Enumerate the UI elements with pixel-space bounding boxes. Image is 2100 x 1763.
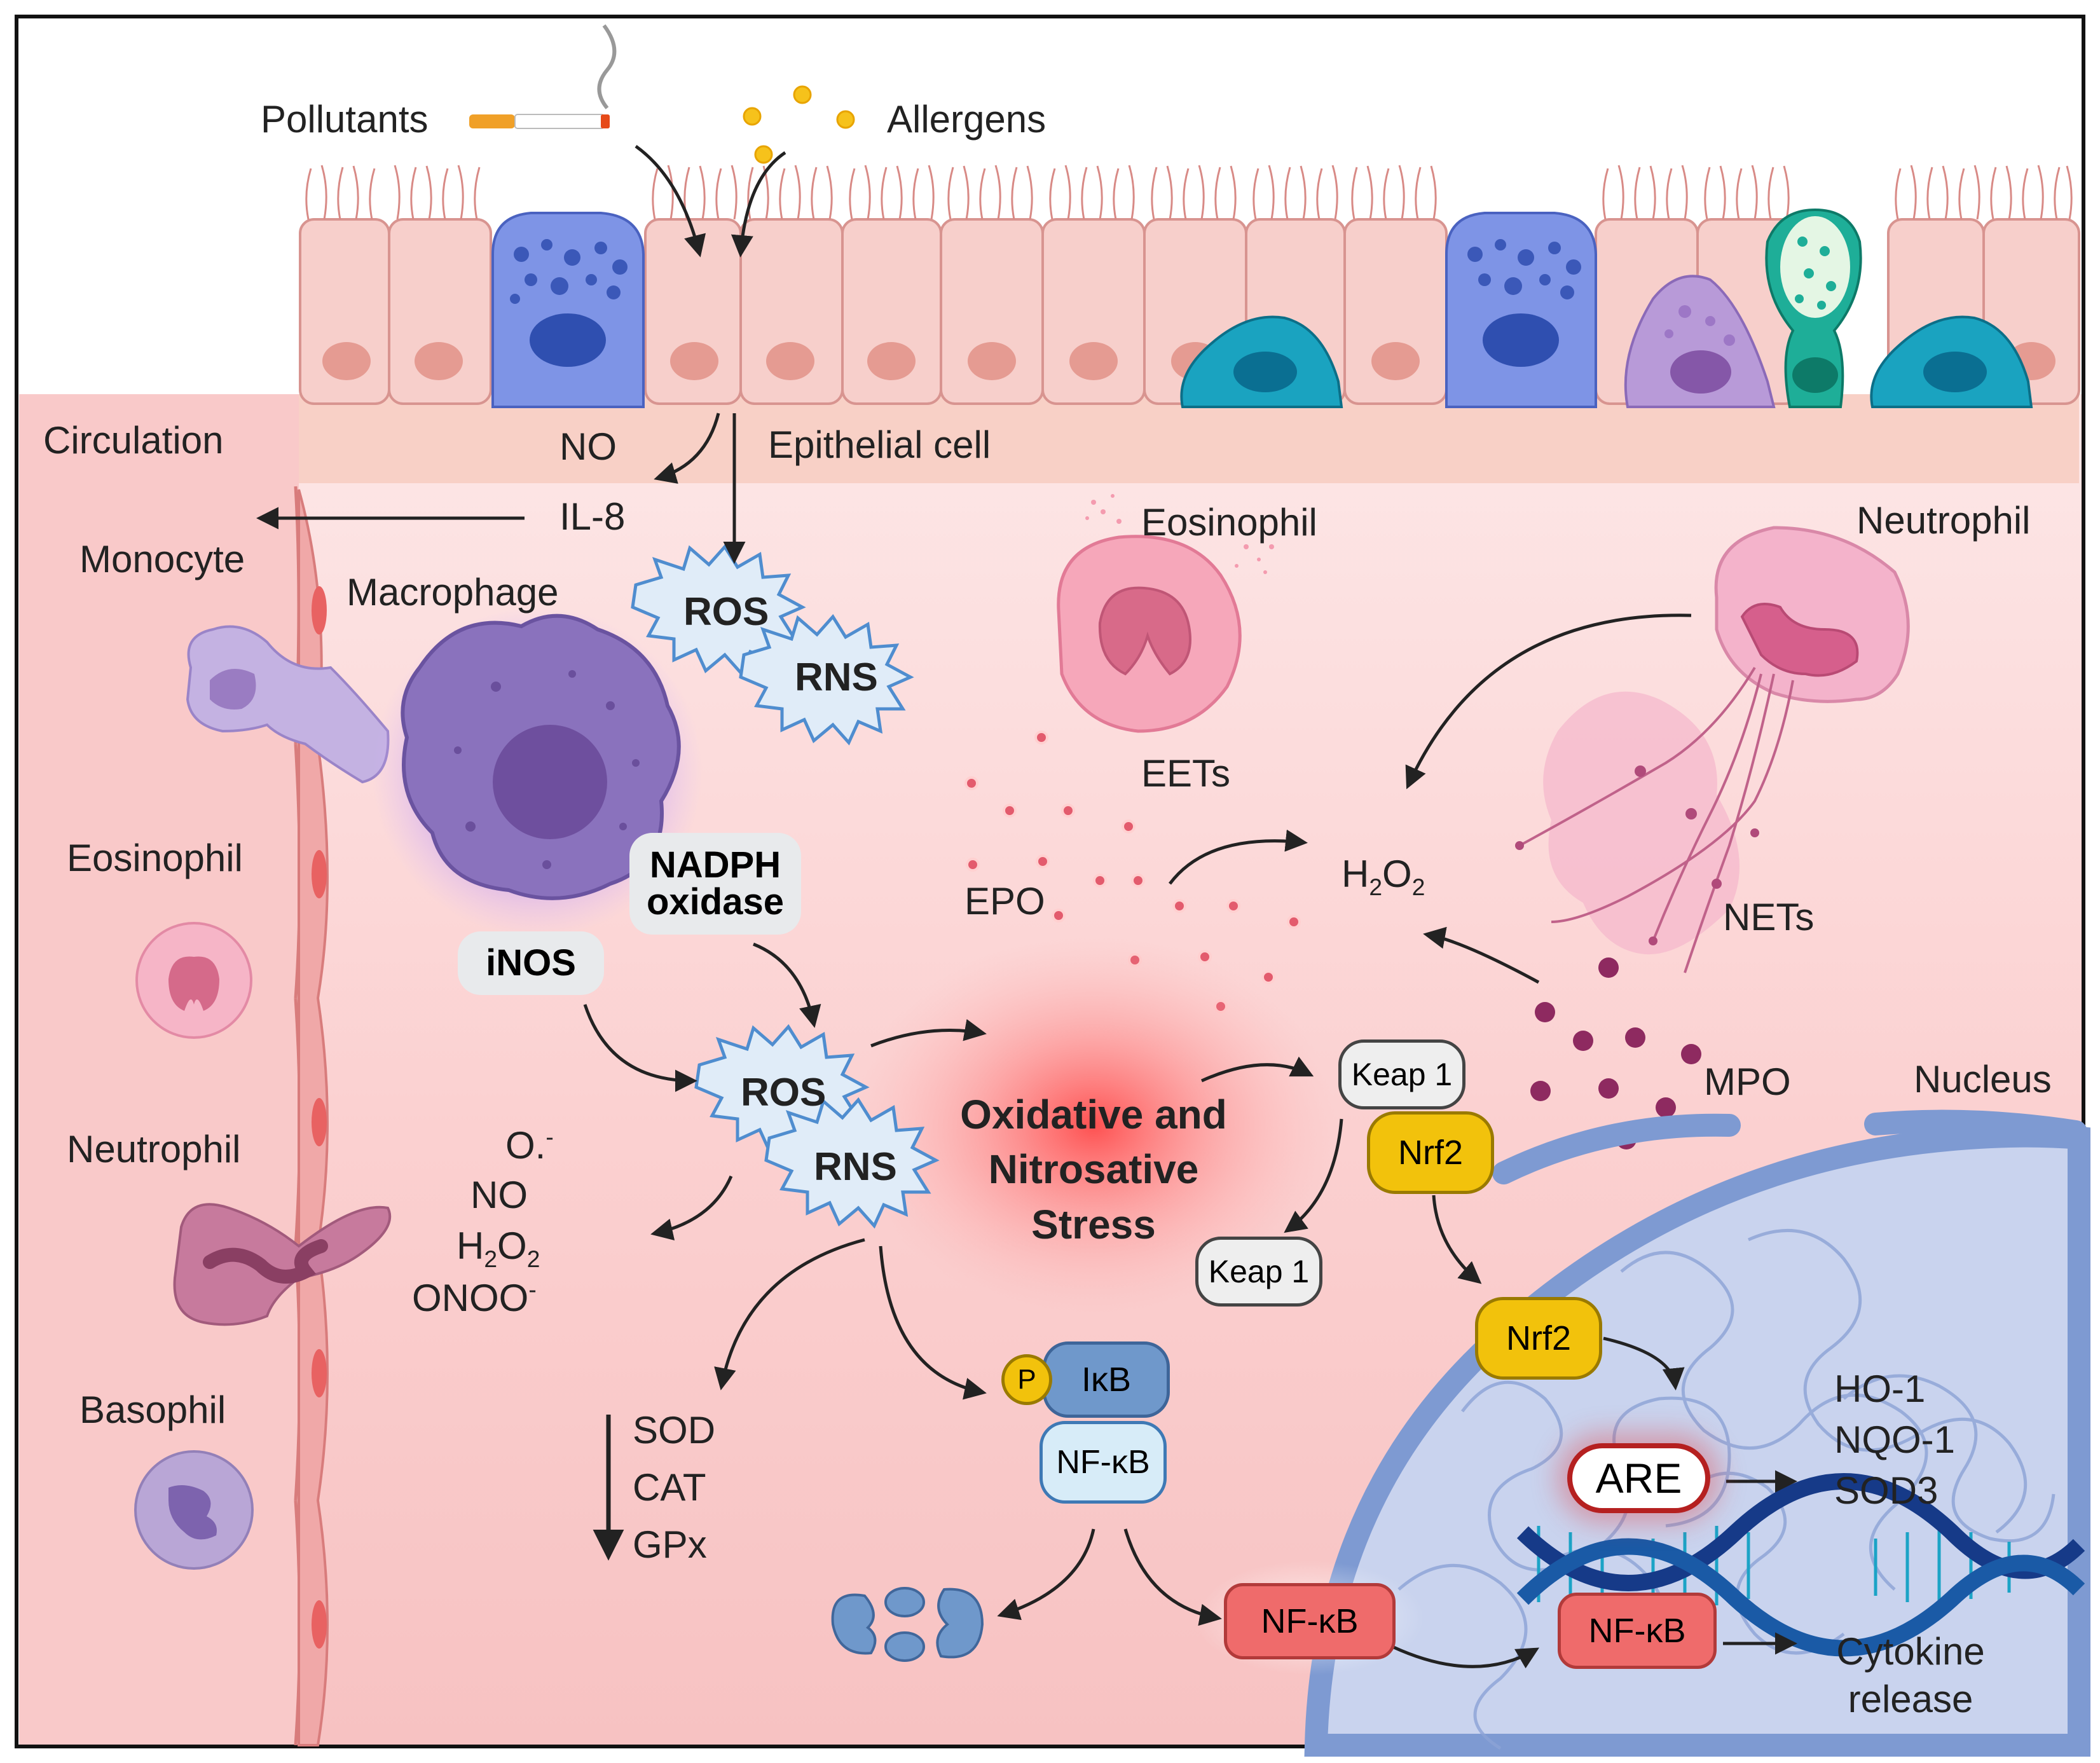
arrow-nrf2-to-nucleus (1432, 1195, 1482, 1284)
macrophage-label: Macrophage (347, 571, 559, 614)
ros-top-burst (631, 544, 806, 676)
basophil-label: Basophil (79, 1389, 226, 1431)
nfkb-complex-pill: NF-κB (1040, 1421, 1167, 1504)
ros-mid-label: ROS (741, 1071, 827, 1115)
epithelial-cell-label: Epithelial cell (768, 423, 991, 466)
epithelial-cell (388, 218, 492, 405)
rns-mid-burst (764, 1097, 940, 1229)
ros-top-label: ROS (683, 590, 769, 634)
species-onoo: ONOO- (412, 1276, 537, 1319)
arrow-pollutant-to-cell (635, 144, 706, 257)
mpo-label: MPO (1704, 1060, 1791, 1103)
arrow-neutrophil-to-h2o2 (1405, 614, 1692, 790)
neutrophil-circ-label: Neutrophil (67, 1128, 241, 1170)
antioxidant-gpx: GPx (633, 1523, 707, 1566)
nucleus-label: Nucleus (1914, 1058, 2052, 1101)
arrow-rns-to-ikb (879, 1245, 987, 1400)
mpo-granules (1530, 957, 1701, 1149)
circulation-label: Circulation (43, 419, 224, 462)
proteasome-fragments (831, 1587, 984, 1662)
brush-cell (1624, 275, 1776, 408)
arrow-ikb-to-fragments (997, 1528, 1095, 1621)
species-h2o2: H2O2 (456, 1224, 540, 1272)
eosinophil-tissue-label: Eosinophil (1141, 501, 1317, 544)
target-ho1: HO-1 (1834, 1368, 1926, 1410)
species-no: NO (470, 1174, 528, 1216)
figure-frame (15, 15, 2085, 1748)
vessel-wall (294, 486, 329, 1746)
il8-label: IL-8 (559, 495, 626, 538)
nfkb-free-pill: NF-κB (1224, 1583, 1396, 1659)
cigarette-icon (469, 24, 617, 129)
are-pill: ARE (1567, 1443, 1710, 1513)
keap1-pill-a: Keap 1 (1338, 1039, 1465, 1109)
rns-mid-label: RNS (814, 1145, 897, 1189)
antioxidant-sod: SOD (633, 1409, 716, 1451)
goblet-cell-right (1445, 212, 1597, 408)
h2o2-main-label: H2O2 (1342, 853, 1425, 900)
arrows (256, 144, 1797, 1669)
neutrophil-tissue-cell (1515, 526, 1910, 973)
basophil-cell (134, 1450, 254, 1570)
species-o: O.- (505, 1123, 554, 1167)
eets-label: EETs (1141, 752, 1231, 795)
arrow-stress-to-keap (1200, 1056, 1314, 1083)
monocyte-label: Monocyte (79, 538, 245, 580)
eosinophil-tissue-cell (1057, 494, 1274, 733)
eosinophil-circ-cell (135, 922, 252, 1039)
arrow-epo-to-h2o2 (1169, 829, 1308, 885)
arrow-ikb-to-nfkb (1123, 1528, 1222, 1626)
macrophage-cell (372, 606, 703, 936)
cilia (305, 165, 2073, 220)
nfkb-nucleus-pill: NF-κB (1558, 1593, 1717, 1669)
arrow-cell-to-no (654, 413, 720, 484)
antioxidant-cat: CAT (633, 1466, 706, 1509)
no-label: NO (559, 425, 617, 468)
epithelial-band (299, 394, 2079, 483)
cytokine-release-label: Cytokine release (1836, 1630, 1985, 1720)
rns-top-label: RNS (795, 655, 878, 699)
nets-label: NETs (1723, 896, 1815, 938)
goblet-cell-left (491, 212, 645, 408)
arrow-allergen-to-cell (731, 151, 786, 257)
epo-label: EPO (964, 880, 1045, 923)
inos-label: iNOS (458, 931, 604, 995)
arrow-inos-to-ros (583, 1004, 697, 1092)
ikb-pill: IκB (1043, 1341, 1170, 1418)
dna-helix (1516, 1473, 2085, 1657)
target-sod3: SOD3 (1834, 1469, 1939, 1512)
rns-top-burst (739, 614, 914, 746)
pollutants-label: Pollutants (261, 98, 429, 141)
arrow-nfkb-to-nucleus (1391, 1645, 1540, 1669)
arrow-ros-to-stress (870, 1019, 987, 1048)
phosphate-badge: P (1001, 1354, 1052, 1405)
allergens-label: Allergens (887, 98, 1047, 141)
arrow-nadph-to-ros (753, 942, 821, 1028)
arrow-keap-to-keap (1284, 1118, 1343, 1233)
arrow-rns-to-species (650, 1176, 733, 1240)
nrf2-pill-b: Nrf2 (1475, 1297, 1602, 1380)
arrow-rns-to-antioxidants (714, 1238, 865, 1390)
allergen-icon (743, 85, 855, 164)
nrf2-pill-a: Nrf2 (1367, 1111, 1494, 1194)
keap1-pill-b: Keap 1 (1195, 1237, 1322, 1307)
arrow-mpo-to-h2o2 (1423, 926, 1540, 984)
stress-label: Oxidative and Nitrosative Stress (960, 1092, 1227, 1247)
target-nqo1: NQO-1 (1834, 1418, 1956, 1461)
arrow-nrf2-to-are (1603, 1336, 1685, 1390)
secretory-cell (1765, 208, 1862, 408)
eosinophil-circ-label: Eosinophil (67, 837, 243, 879)
neutrophil-tissue-label: Neutrophil (1856, 499, 2031, 542)
neutrophil-circ-cell (173, 1203, 392, 1326)
